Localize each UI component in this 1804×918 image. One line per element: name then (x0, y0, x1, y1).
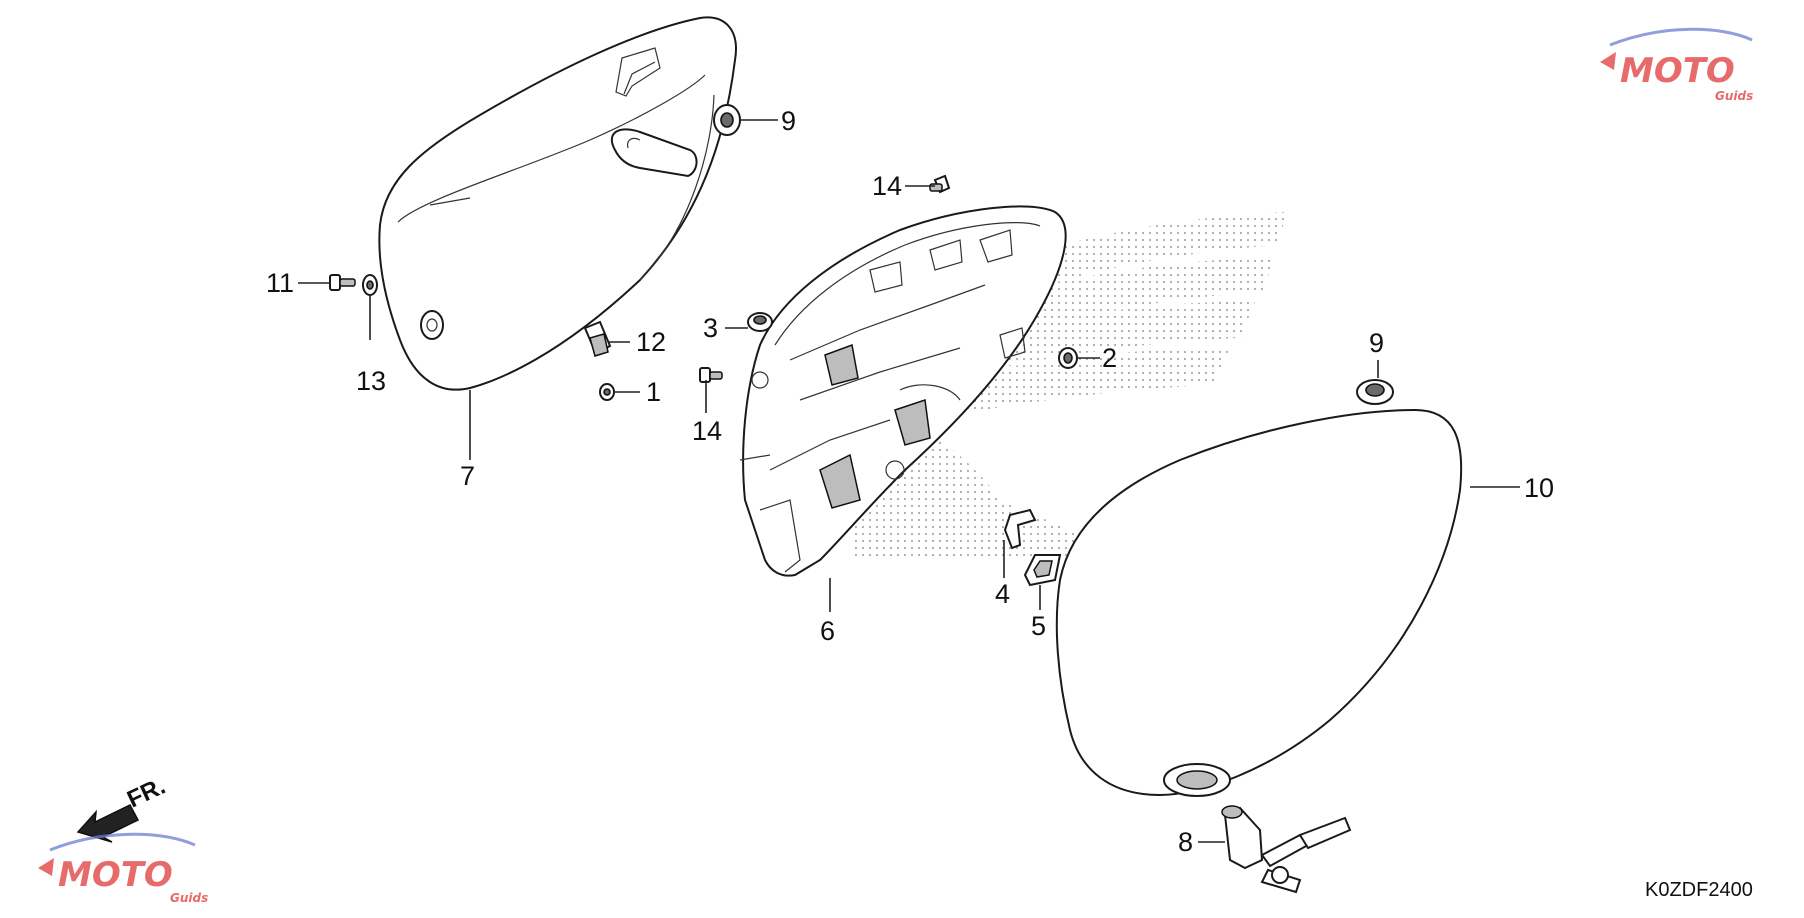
bolt-part-11 (329, 274, 356, 291)
key-lock-part-8 (1221, 805, 1352, 894)
bolt-part-14-top (929, 174, 951, 194)
front-arrow-icon (76, 804, 140, 843)
bolt-part-14-lower (699, 367, 723, 383)
callout-4: 4 (995, 579, 1010, 609)
watermark-logo-top: MOTO Guids (1600, 27, 1753, 103)
callout-1: 1 (646, 377, 661, 407)
callout-13: 13 (356, 366, 386, 396)
watermark-brand: MOTO (1620, 51, 1735, 91)
clip-nut-part-12 (583, 320, 612, 357)
grommet-part-9-right (1356, 379, 1394, 405)
grommet-part-2 (1058, 347, 1078, 369)
callout-14-lower: 14 (692, 416, 722, 446)
clip-part-4 (1003, 508, 1037, 550)
nut-part-1 (599, 383, 615, 401)
grommet-part-3 (747, 312, 773, 332)
watermark-brand-bottom: MOTO (58, 855, 173, 895)
callout-2: 2 (1102, 343, 1117, 373)
center-bracket-box (739, 205, 1067, 577)
callout-9-right: 9 (1369, 328, 1384, 358)
leader-lines (298, 119, 1520, 843)
callout-5: 5 (1031, 611, 1046, 641)
side-cover-left (378, 16, 737, 391)
checkered-flag-icon-bottom (38, 858, 54, 876)
callout-14-top: 14 (872, 171, 902, 201)
callout-3: 3 (703, 313, 718, 343)
diagram-code: K0ZDF2400 (1645, 879, 1753, 901)
watermark-logo-bottom: MOTO Guids (38, 832, 208, 905)
callout-labels: 9 14 11 13 12 1 3 14 2 7 6 4 5 9 10 8 (266, 106, 1554, 857)
front-direction-indicator: FR. (76, 773, 170, 843)
watermark-sub: Guids (1715, 89, 1753, 103)
washer-part-13 (362, 274, 378, 296)
callout-11: 11 (266, 268, 294, 298)
watermark-sub-bottom: Guids (170, 891, 208, 905)
callout-9-top: 9 (781, 106, 796, 136)
checkered-flag-icon (1600, 52, 1616, 70)
callout-10: 10 (1524, 473, 1554, 503)
callout-6: 6 (820, 616, 835, 646)
callout-8: 8 (1178, 827, 1193, 857)
grommet-part-9-top (713, 104, 741, 136)
seal-part-5 (1023, 554, 1062, 587)
side-cover-right (1055, 408, 1463, 797)
callout-7: 7 (460, 461, 475, 491)
callout-12: 12 (636, 327, 666, 357)
